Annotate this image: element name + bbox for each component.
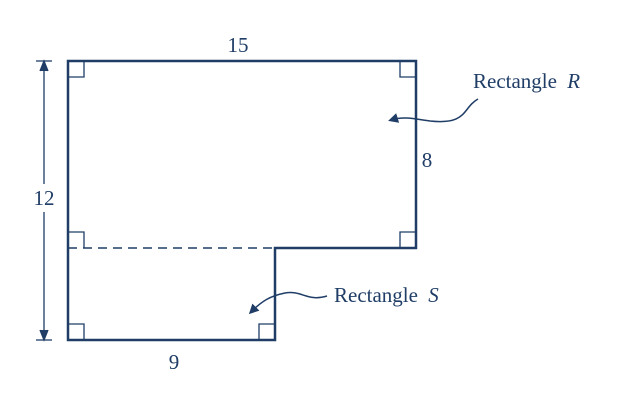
right-angle-mark-mid-right (399, 231, 416, 248)
right-angle-mark-mid-left (68, 231, 85, 248)
right-angle-mark-top-left (68, 61, 85, 78)
bottom-side-length: 9 (169, 350, 180, 374)
rectangle-s-pointer-arrow (248, 291, 328, 315)
rectangle-s-letter: S (428, 283, 439, 307)
rectangle-r-letter: R (566, 69, 580, 93)
shape-outline (66, 59, 418, 342)
rectangle-r-pointer-arrow (388, 98, 479, 123)
right-angle-mark-bottom-left (68, 323, 85, 340)
left-dimension-line (36, 59, 52, 342)
left-side-length: 12 (34, 186, 55, 210)
right-angle-mark-bottom-right (258, 323, 275, 340)
rectangle-r-label: Rectangle R (473, 69, 580, 93)
rectangle-s-word: Rectangle (334, 283, 418, 307)
right-angle-marks (68, 61, 416, 340)
rectangle-s-label: Rectangle S (334, 283, 439, 307)
right-side-length: 8 (422, 148, 433, 172)
right-angle-mark-top-right (399, 61, 416, 78)
top-side-length: 15 (228, 33, 249, 57)
rectangle-r-word: Rectangle (473, 69, 557, 93)
